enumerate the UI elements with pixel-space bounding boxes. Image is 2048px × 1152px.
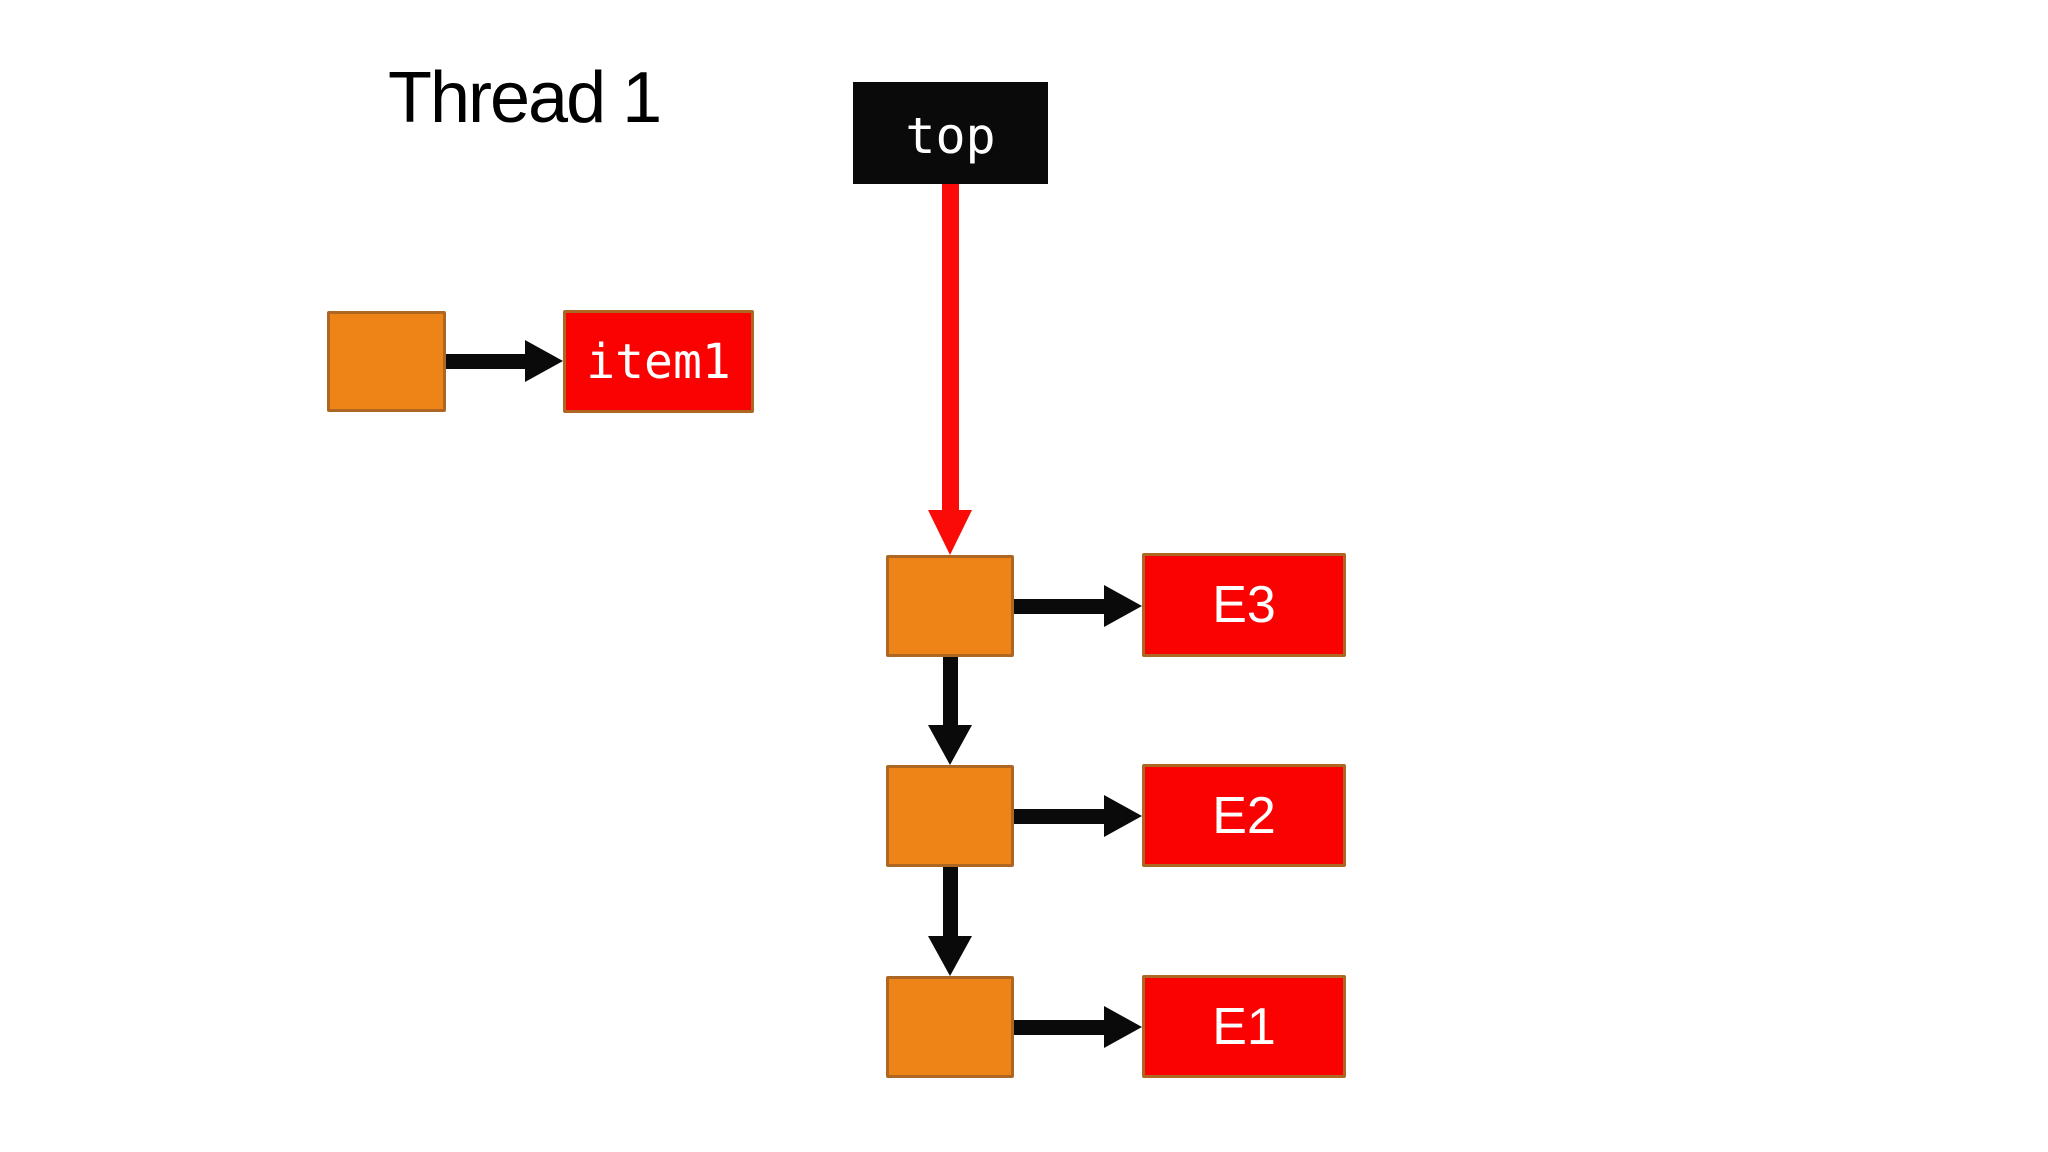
top-pointer-arrow (928, 184, 972, 555)
stack-value-label: E3 (1212, 576, 1276, 634)
arrow-shaft (1014, 808, 1104, 824)
top-pointer-label: top (905, 107, 996, 165)
stack-node-value-arrow (1014, 585, 1142, 627)
stack-node-value-arrow (1014, 1006, 1142, 1048)
arrow-shaft (446, 353, 525, 369)
next-pointer-arrow (928, 657, 972, 765)
top-pointer-box: top (853, 82, 1048, 184)
arrowhead-icon (928, 936, 972, 976)
stack-node-cell (886, 555, 1014, 657)
stack-node-value-arrow (1014, 795, 1142, 837)
top-pointer-arrow-shaft (941, 184, 959, 510)
stack-value-label: E1 (1212, 997, 1276, 1056)
arrow-shaft (942, 867, 958, 936)
stack-value-label: E2 (1212, 786, 1276, 845)
next-pointer-arrow (928, 867, 972, 976)
thread-item-box: item1 (563, 310, 754, 413)
stack-node-cell (886, 976, 1014, 1078)
stack-node-cell (886, 765, 1014, 867)
arrow-shaft (1014, 1019, 1104, 1035)
thread-node-cell (327, 311, 446, 412)
arrowhead-icon (928, 725, 972, 765)
thread-item-label: item1 (586, 333, 731, 390)
arrowhead-icon (1104, 585, 1142, 627)
arrowhead-icon (1104, 795, 1142, 837)
stack-value-box: E3 (1142, 553, 1346, 657)
arrowhead-icon (1104, 1006, 1142, 1048)
arrow-shaft (1014, 598, 1104, 614)
arrowhead-icon (525, 340, 563, 382)
arrow-shaft (942, 657, 958, 725)
stack-value-box: E2 (1142, 764, 1346, 867)
top-pointer-arrowhead-icon (928, 510, 972, 555)
thread-title: Thread 1 (388, 58, 662, 138)
stack-value-box: E1 (1142, 975, 1346, 1078)
thread-node-value-arrow (446, 340, 563, 382)
